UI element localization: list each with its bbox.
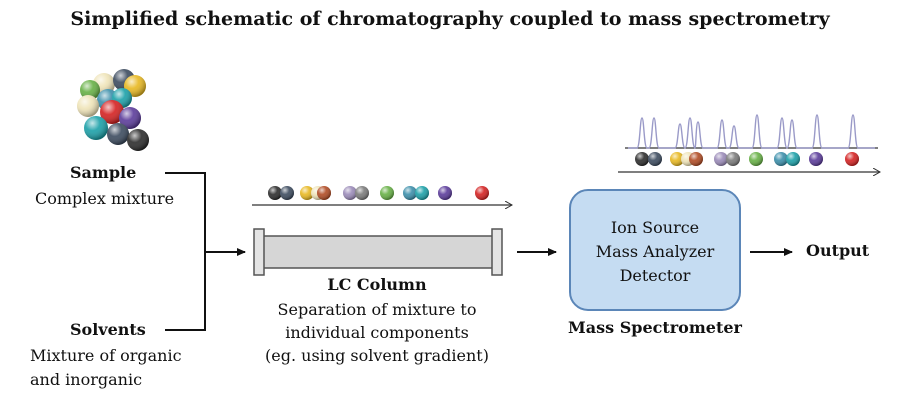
lc-column-description-line2: individual components bbox=[285, 323, 469, 342]
solvents-label: Solvents bbox=[70, 320, 146, 339]
component-ball bbox=[380, 186, 394, 200]
component-ball bbox=[809, 152, 823, 166]
lc-column-icon bbox=[253, 228, 503, 276]
component-ball bbox=[317, 186, 331, 200]
component-ball bbox=[107, 123, 129, 145]
input-connector bbox=[165, 172, 246, 331]
sample-label: Sample bbox=[70, 163, 137, 182]
component-ball bbox=[726, 152, 740, 166]
diagram-title: Simplified schematic of chromatography c… bbox=[70, 8, 830, 30]
output-label: Output bbox=[806, 241, 870, 260]
component-ball bbox=[84, 116, 108, 140]
mass-spectrometer-box bbox=[569, 189, 741, 311]
component-ball bbox=[714, 152, 728, 166]
chromatogram-peaks bbox=[628, 114, 875, 149]
component-ball bbox=[670, 152, 684, 166]
component-ball bbox=[300, 186, 314, 200]
component-ball bbox=[438, 186, 452, 200]
output-components-row bbox=[635, 152, 859, 166]
component-ball bbox=[280, 186, 294, 200]
component-ball bbox=[415, 186, 429, 200]
component-ball bbox=[268, 186, 282, 200]
lc-column-description-line1: Separation of mixture to bbox=[277, 300, 477, 319]
solvents-description-line1: Mixture of organic bbox=[30, 346, 182, 365]
ms-component-mass-analyzer: Mass Analyzer bbox=[595, 242, 715, 261]
sample-description: Complex mixture bbox=[35, 189, 175, 208]
sample-mixture-icon bbox=[77, 69, 149, 151]
component-ball bbox=[80, 80, 100, 100]
separated-components-row bbox=[268, 186, 489, 200]
component-ball bbox=[786, 152, 800, 166]
component-ball bbox=[77, 95, 99, 117]
component-ball bbox=[635, 152, 649, 166]
ms-component-ion-source: Ion Source bbox=[610, 218, 700, 237]
lc-column-label: LC Column bbox=[327, 275, 427, 294]
component-ball bbox=[648, 152, 662, 166]
solvents-description-line2: and inorganic bbox=[30, 370, 143, 389]
lc-column-description-line3: (eg. using solvent gradient) bbox=[265, 346, 489, 365]
component-ball bbox=[845, 152, 859, 166]
component-ball bbox=[355, 186, 369, 200]
component-ball bbox=[119, 107, 141, 129]
component-ball bbox=[403, 186, 417, 200]
component-ball bbox=[475, 186, 489, 200]
component-ball bbox=[689, 152, 703, 166]
component-ball bbox=[127, 129, 149, 151]
component-ball bbox=[749, 152, 763, 166]
component-ball bbox=[343, 186, 357, 200]
component-ball bbox=[100, 100, 124, 124]
ms-component-detector: Detector bbox=[619, 266, 691, 285]
component-ball bbox=[774, 152, 788, 166]
mass-spectrometer-label: Mass Spectrometer bbox=[568, 318, 742, 337]
